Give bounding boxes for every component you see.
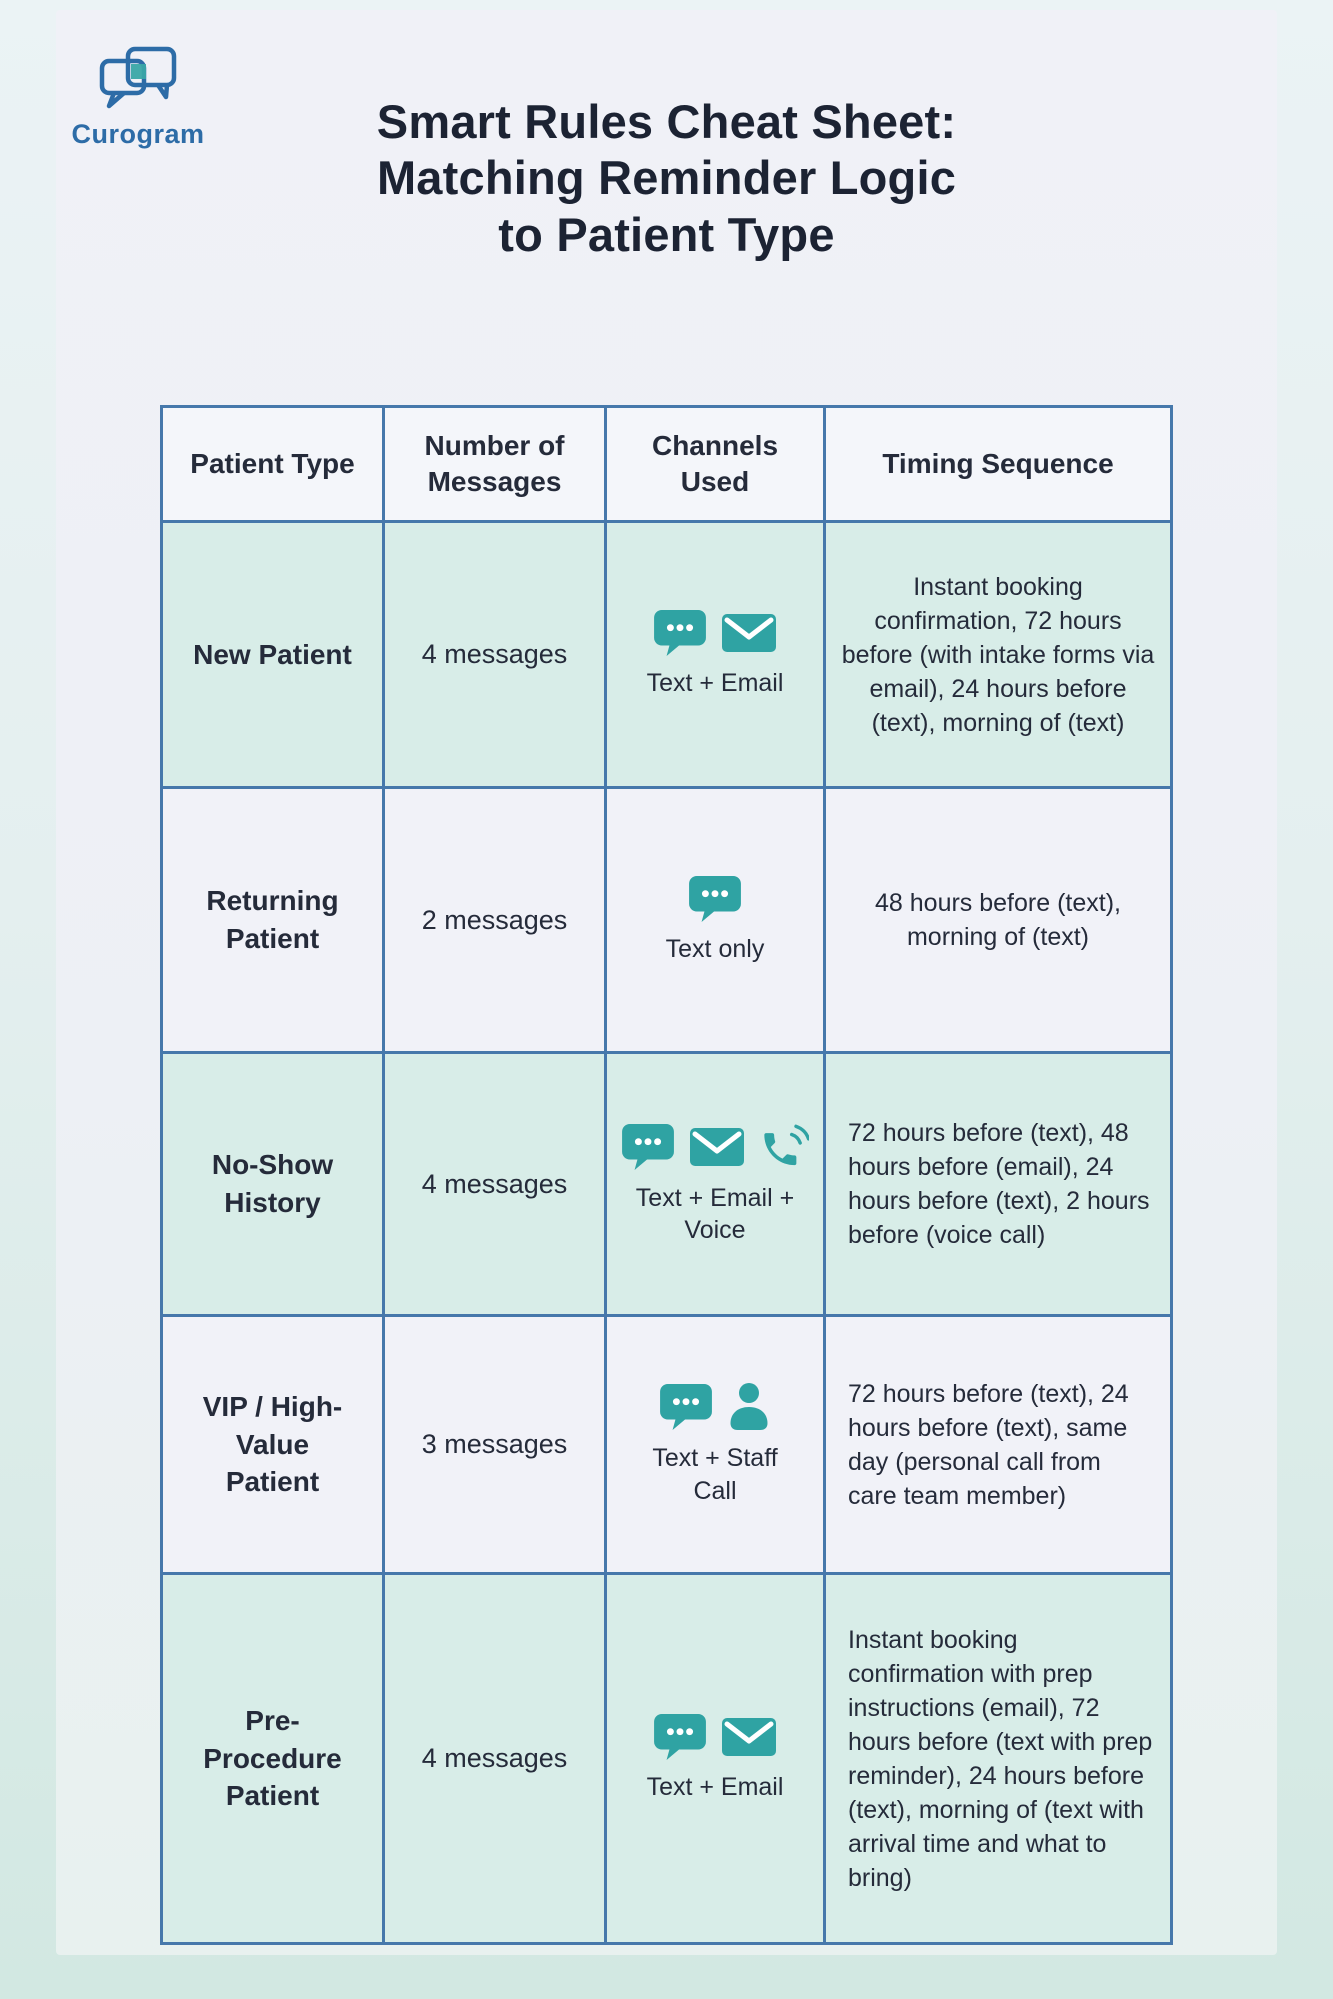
- patient-type-cell: Pre-Procedure Patient: [163, 1575, 385, 1942]
- channels-label: Text only: [665, 934, 765, 963]
- channels-label: Text + Email: [646, 1773, 784, 1802]
- patient-type-cell: New Patient: [163, 523, 385, 786]
- timing-cell: 72 hours before (text), 24 hours before …: [826, 1317, 1170, 1572]
- channels-label: Text + Staff Call: [652, 1444, 778, 1505]
- channels-cell: Text only: [607, 789, 826, 1051]
- channels-cell: Text + Email: [607, 523, 826, 786]
- message-count-cell: 4 messages: [385, 1054, 607, 1314]
- title-line-3: to Patient Type: [498, 207, 835, 261]
- timing-text: 48 hours before (text), morning of (text…: [875, 889, 1121, 951]
- channel-icons: [653, 609, 777, 657]
- header-timing-sequence: Timing Sequence: [882, 447, 1114, 479]
- channel-icons: [688, 875, 742, 923]
- patient-type-label: New Patient: [193, 638, 352, 670]
- chat-icon: [653, 1713, 707, 1761]
- channel-icons: [653, 1713, 777, 1761]
- header-patient-type: Patient Type: [163, 408, 385, 520]
- message-count: 4 messages: [421, 1743, 568, 1773]
- message-count-cell: 4 messages: [385, 1575, 607, 1942]
- chat-icon: [659, 1383, 713, 1431]
- message-count: 3 messages: [421, 1429, 568, 1459]
- timing-text: 72 hours before (text), 48 hours before …: [848, 1119, 1150, 1249]
- channel-icons: [621, 1122, 809, 1172]
- chat-icon: [688, 875, 742, 923]
- timing-cell: 48 hours before (text), morning of (text…: [826, 789, 1170, 1051]
- cheat-sheet-table: Patient Type Number of Messages Channels…: [160, 405, 1173, 1945]
- channels-cell: Text + Email: [607, 1575, 826, 1942]
- message-count: 4 messages: [421, 1168, 568, 1199]
- brand-name: Curogram: [71, 119, 205, 149]
- header-number-of-messages: Number of Messages: [385, 408, 607, 520]
- title-line-2: Matching Reminder Logic: [376, 151, 957, 205]
- patient-type-cell: VIP / High-Value Patient: [163, 1317, 385, 1572]
- message-count-cell: 2 messages: [385, 789, 607, 1051]
- content-card: Curogram Smart Rules Cheat Sheet: Matchi…: [56, 10, 1277, 1955]
- timing-text: 72 hours before (text), 24 hours before …: [848, 1379, 1129, 1510]
- page-title: Smart Rules Cheat Sheet: Matching Remind…: [56, 94, 1277, 263]
- email-icon: [689, 1127, 745, 1167]
- timing-text: Instant booking confirmation, 72 hours b…: [841, 572, 1155, 737]
- patient-type-label: No-Show History: [211, 1149, 334, 1218]
- timing-text: Instant booking confirmation with prep i…: [848, 1625, 1153, 1892]
- message-count-cell: 3 messages: [385, 1317, 607, 1572]
- email-icon: [721, 1717, 777, 1757]
- brand-logo: Curogram: [68, 46, 208, 150]
- patient-type-label: Returning Patient: [206, 885, 339, 954]
- title-line-1: Smart Rules Cheat Sheet:: [376, 95, 957, 148]
- channels-label: Text + Email + Voice: [635, 1183, 795, 1245]
- timing-cell: 72 hours before (text), 48 hours before …: [826, 1054, 1170, 1314]
- table-row: No-Show History 4 messages Text + Email + …: [163, 1051, 1170, 1314]
- channels-label: Text + Email: [646, 669, 784, 698]
- staff-icon: [727, 1382, 771, 1432]
- patient-type-label: VIP / High-Value Patient: [202, 1390, 343, 1498]
- message-count-cell: 4 messages: [385, 523, 607, 786]
- timing-cell: Instant booking confirmation, 72 hours b…: [826, 523, 1170, 786]
- chat-icon: [653, 609, 707, 657]
- chat-icon: [621, 1123, 675, 1171]
- patient-type-cell: No-Show History: [163, 1054, 385, 1314]
- message-count: 4 messages: [421, 639, 568, 669]
- channel-icons: [659, 1382, 771, 1432]
- channels-cell: Text + Staff Call: [607, 1317, 826, 1572]
- table-header-row: Patient Type Number of Messages Channels…: [163, 408, 1170, 520]
- voice-icon: [759, 1122, 809, 1172]
- message-count: 2 messages: [421, 904, 568, 935]
- header-channels-used: Channels Used: [607, 408, 826, 520]
- patient-type-label: Pre-Procedure Patient: [203, 1704, 342, 1812]
- chat-bubbles-logo-icon: [98, 46, 178, 117]
- email-icon: [721, 613, 777, 653]
- timing-cell: Instant booking confirmation with prep i…: [826, 1575, 1170, 1942]
- patient-type-cell: Returning Patient: [163, 789, 385, 1051]
- channels-cell: Text + Email + Voice: [607, 1054, 826, 1314]
